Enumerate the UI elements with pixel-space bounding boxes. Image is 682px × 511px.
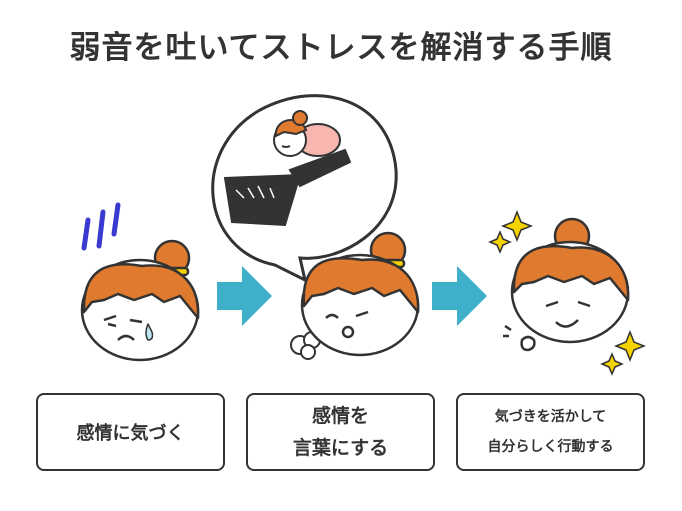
step-2-line-1: 感情を xyxy=(311,405,369,427)
sparkle-icon xyxy=(488,209,647,376)
arrow-right-icon xyxy=(217,266,272,326)
page-title: 弱音を吐いてストレスを解消する手順 xyxy=(69,30,613,66)
speech-bubble-icon xyxy=(211,94,398,283)
stress-lines-icon xyxy=(81,202,121,251)
step-3-line-2: 自分らしく行動する xyxy=(487,439,614,455)
step-1-line-1: 感情に気づく xyxy=(76,423,185,444)
speaking-face-illustration xyxy=(300,231,420,357)
arrow-right-icon xyxy=(432,266,487,326)
sad-face-illustration xyxy=(80,239,200,362)
step-3-line-1: 気づきを活かして xyxy=(494,409,607,425)
step-2-line-2: 言葉にする xyxy=(292,437,389,459)
step-box-3: 気づきを活かして 自分らしく行動する xyxy=(456,393,645,471)
smiling-face-illustration xyxy=(503,217,630,352)
step-box-1: 感情に気づく xyxy=(36,393,225,471)
step-box-2: 感情を 言葉にする xyxy=(246,393,435,471)
kneeling-figure-illustration xyxy=(223,110,352,227)
